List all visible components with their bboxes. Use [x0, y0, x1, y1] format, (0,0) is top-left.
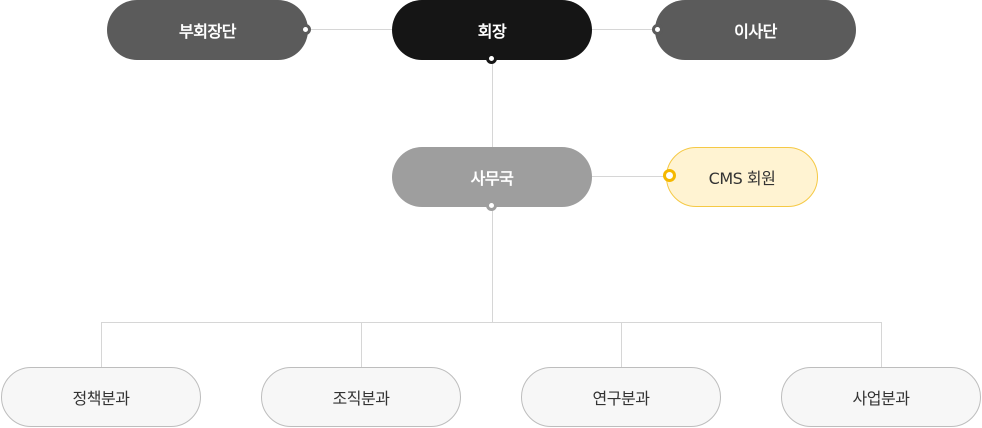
connector-dot-chair	[486, 53, 497, 64]
vice-chairs-node[interactable]: 부회장단	[107, 0, 308, 60]
board-label: 이사단	[734, 22, 777, 41]
dept-node-business[interactable]: 사업분과	[781, 367, 981, 427]
connector-dept-3	[621, 322, 622, 368]
connector-cms	[590, 176, 670, 177]
board-node[interactable]: 이사단	[655, 0, 856, 60]
dept-node-policy[interactable]: 정책분과	[1, 367, 201, 427]
secretariat-label: 사무국	[470, 169, 514, 188]
connector-board	[590, 29, 658, 30]
connector-secretariat-depts	[492, 206, 493, 322]
connector-dot-secretariat	[486, 200, 497, 211]
dept-node-organization[interactable]: 조직분과	[261, 367, 461, 427]
cms-members-label: CMS 회원	[708, 169, 776, 188]
connector-dept-4	[881, 322, 882, 368]
connector-vice-chair	[306, 29, 394, 30]
connector-dept-bus	[101, 322, 882, 323]
chair-label: 회장	[477, 22, 507, 41]
connector-dot-board	[652, 24, 663, 35]
dept-label: 정책분과	[72, 389, 130, 408]
secretariat-node[interactable]: 사무국	[392, 147, 592, 207]
connector-dept-1	[101, 322, 102, 368]
connector-dept-2	[361, 322, 362, 368]
connector-dot-cms	[663, 169, 676, 182]
vice-chairs-label: 부회장단	[179, 22, 236, 41]
connector-dot-vice-chairs	[300, 24, 311, 35]
dept-node-research[interactable]: 연구분과	[521, 367, 721, 427]
chair-node[interactable]: 회장	[392, 0, 592, 60]
dept-label: 사업분과	[852, 389, 910, 408]
dept-label: 조직분과	[332, 389, 390, 408]
connector-chair-secretariat	[492, 59, 493, 149]
dept-label: 연구분과	[592, 389, 650, 408]
cms-members-node[interactable]: CMS 회원	[666, 147, 818, 207]
